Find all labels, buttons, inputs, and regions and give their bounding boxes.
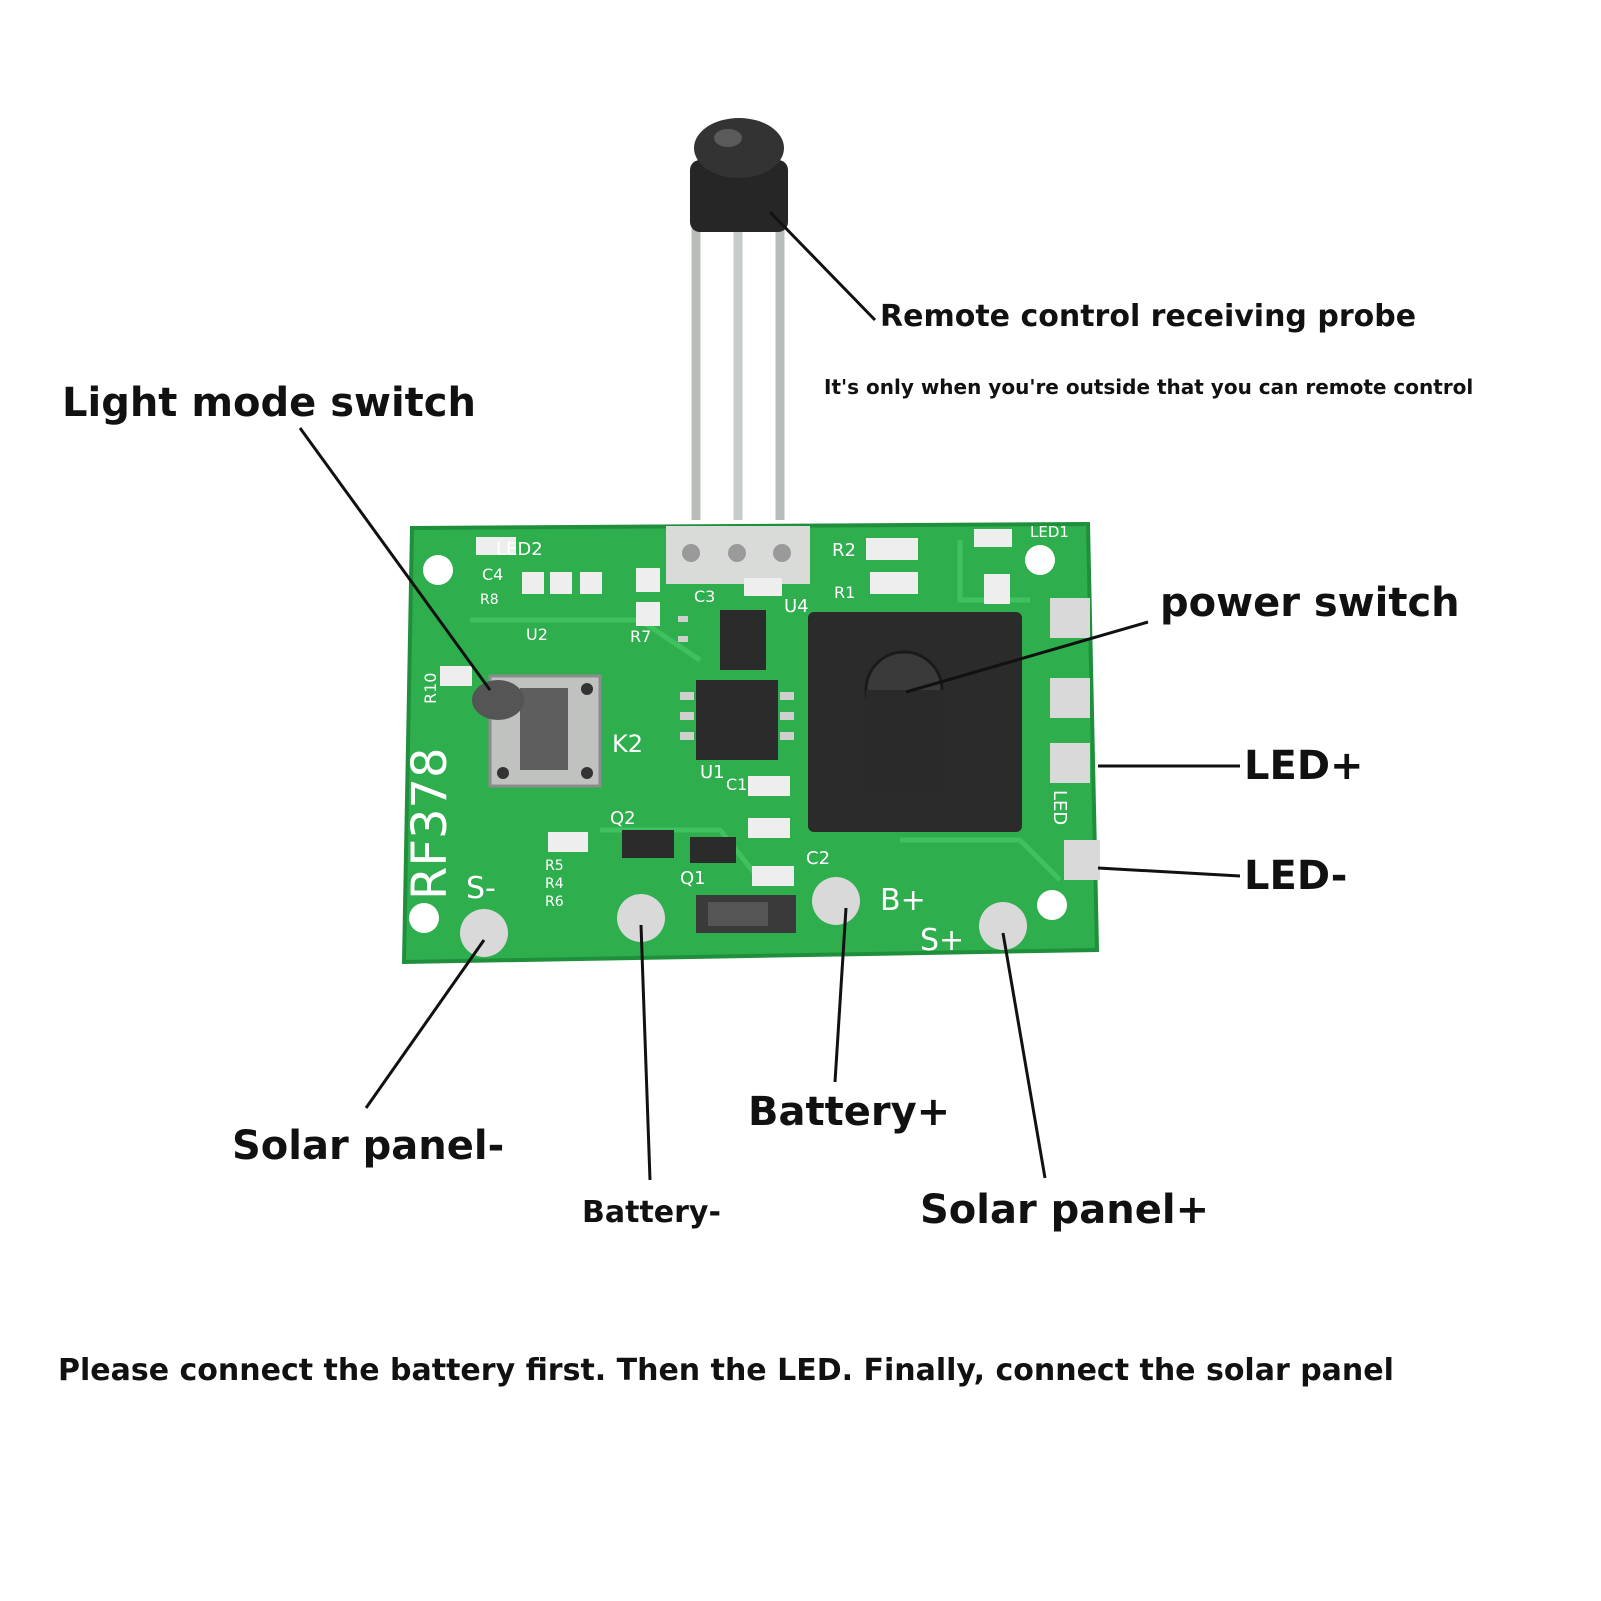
- instruction-text: Please connect the battery first. Then t…: [58, 1353, 1394, 1388]
- light-mode-switch-label: Light mode switch: [62, 380, 476, 426]
- probe-label: Remote control receiving probe: [880, 299, 1417, 334]
- silk-r10: R10: [421, 673, 440, 704]
- battery-minus-label: Battery-: [582, 1195, 721, 1230]
- silk-k2: K2: [612, 730, 643, 758]
- silk-r2: R2: [832, 540, 856, 561]
- silk-c3: C3: [694, 587, 715, 606]
- silk-led2: LED2: [496, 539, 543, 560]
- silk-led-side: LED: [1049, 790, 1070, 825]
- leader-probe: [768, 210, 877, 322]
- silk-r8: R8: [480, 592, 499, 608]
- leader-solar-minus: [364, 939, 486, 1109]
- leader-lines: [298, 210, 1241, 1181]
- leader-power: [905, 620, 1149, 694]
- silk-u1: U1: [700, 762, 725, 783]
- battery-plus-label: Battery+: [748, 1089, 951, 1135]
- silk-model: RF378: [402, 747, 458, 900]
- power-switch-label: power switch: [1160, 580, 1460, 626]
- silk-led1: LED1: [1030, 523, 1069, 541]
- silk-b-plus: B+: [880, 883, 926, 918]
- pcb-board: [401, 521, 1100, 965]
- silk-r6: R6: [545, 894, 564, 910]
- led-minus-label: LED-: [1244, 853, 1348, 899]
- solar-plus-label: Solar panel+: [920, 1187, 1210, 1233]
- silk-c4: C4: [482, 565, 503, 584]
- leader-battery-minus: [639, 924, 652, 1181]
- ir-receiver-probe: [690, 118, 788, 520]
- led-plus-label: LED+: [1244, 743, 1364, 789]
- silk-r1: R1: [834, 583, 855, 602]
- probe-note: It's only when you're outside that you c…: [824, 375, 1474, 399]
- leader-solar-plus: [1001, 932, 1047, 1179]
- silk-q2: Q2: [610, 808, 636, 829]
- silk-c2: C2: [806, 848, 830, 869]
- silk-u4: U4: [784, 596, 809, 617]
- silk-r5: R5: [545, 858, 564, 874]
- pcb-silkscreen: LED2 LED1 K2 R2 R1 C4 R8 U2 R7 C3 U4 U1 …: [402, 523, 1070, 958]
- silk-r7: R7: [630, 627, 651, 646]
- silk-r4: R4: [545, 876, 564, 892]
- leader-light-mode: [298, 427, 492, 691]
- silk-s-minus: S-: [466, 871, 496, 906]
- silk-s-plus: S+: [920, 923, 964, 958]
- silk-q1: Q1: [680, 868, 706, 889]
- leader-led-minus: [1097, 866, 1241, 878]
- leader-battery-plus: [833, 907, 848, 1083]
- silk-c1: C1: [726, 775, 747, 794]
- silk-u2: U2: [526, 625, 548, 644]
- solar-minus-label: Solar panel-: [232, 1123, 505, 1169]
